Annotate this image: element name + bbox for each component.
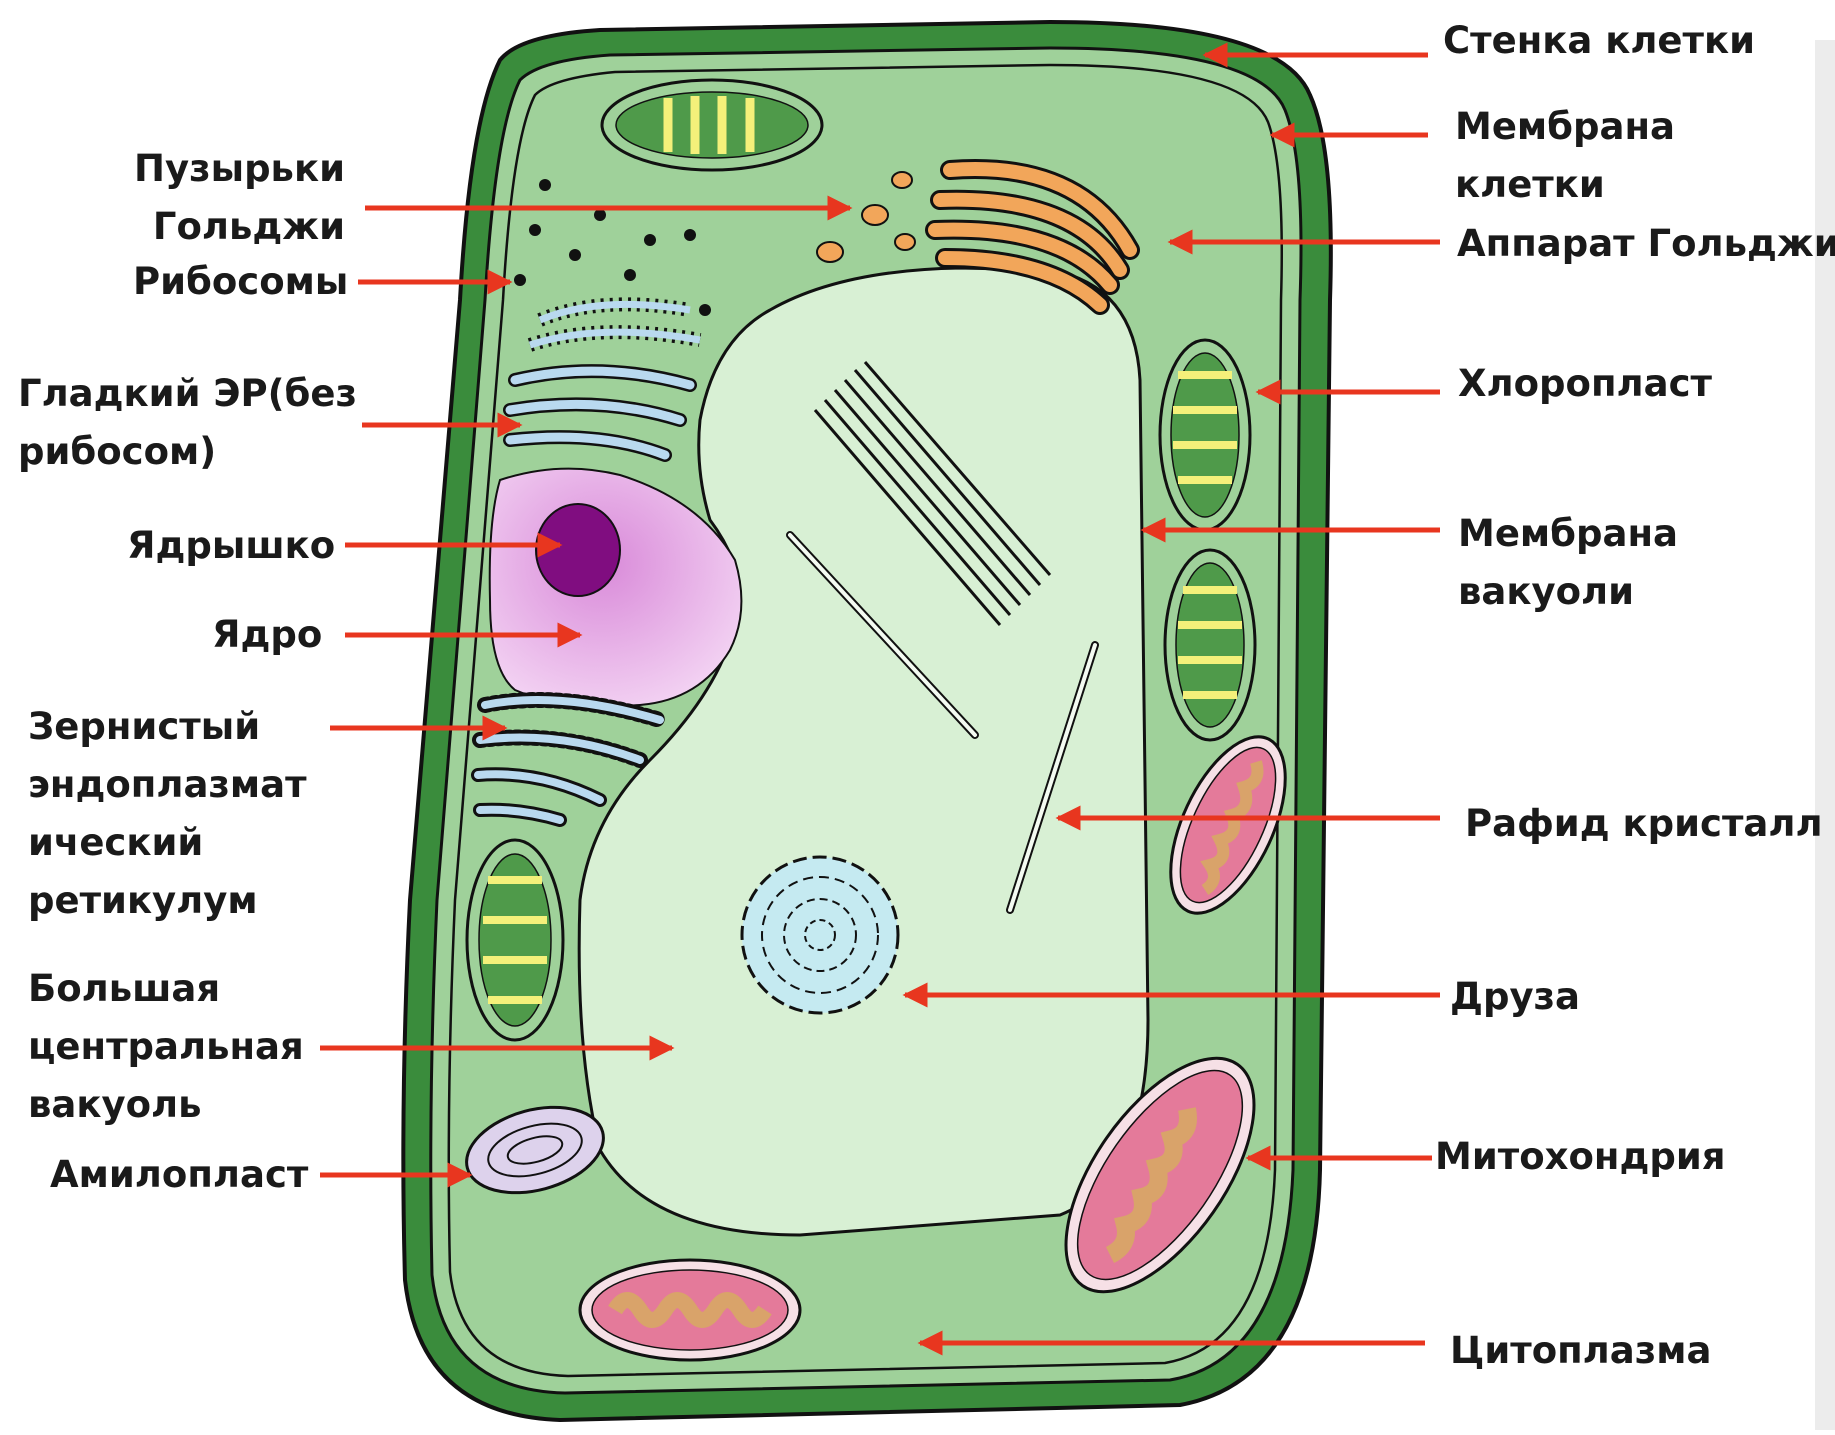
label-nucleolus: Ядрышко	[127, 517, 335, 575]
label-nucleus: Ядро	[212, 606, 322, 664]
label-chloroplast: Хлоропласт	[1458, 355, 1712, 413]
label-ribosomes: Рибосомы	[133, 253, 348, 311]
label-line: Зернистый	[28, 698, 307, 756]
label-line: вакуоль	[28, 1076, 304, 1134]
label-line: вакуоли	[1458, 563, 1678, 621]
chloroplast-right-1	[1160, 340, 1250, 530]
label-large-vacuole: Большая центральная вакуоль	[28, 960, 304, 1134]
label-line: Мембрана	[1458, 505, 1678, 563]
label-line: эндоплазмат	[28, 756, 307, 814]
label-cell-membrane: Мембрана клетки	[1455, 98, 1675, 214]
nucleolus	[536, 504, 620, 596]
label-cytoplasm: Цитоплазма	[1450, 1322, 1711, 1380]
label-amyloplast: Амилопласт	[50, 1146, 308, 1204]
label-vacuole-membrane: Мембрана вакуоли	[1458, 505, 1678, 621]
label-smooth-er: Гладкий ЭР(без рибосом)	[18, 365, 357, 481]
label-druse: Друза	[1450, 968, 1580, 1026]
mitochondrion-bottom	[580, 1260, 800, 1360]
label-line: Большая	[28, 960, 304, 1018]
label-line: Мембрана	[1455, 98, 1675, 156]
label-mitochondrion: Митохондрия	[1435, 1128, 1726, 1186]
label-line: клетки	[1455, 156, 1675, 214]
label-line: Гольджи	[120, 198, 345, 256]
label-golgi-apparatus: Аппарат Гольджи	[1457, 215, 1835, 273]
label-line: ретикулум	[28, 872, 307, 930]
druse	[742, 857, 898, 1013]
label-raphide: Рафид кристалл	[1465, 795, 1823, 853]
chloroplast-left	[467, 840, 563, 1040]
label-rough-er: Зернистый эндоплазмат ический ретикулум	[28, 698, 307, 930]
chloroplast-right-2	[1165, 550, 1255, 740]
chloroplast-top	[602, 80, 822, 170]
label-line: ический	[28, 814, 307, 872]
label-golgi-vesicles: Пузырьки Гольджи	[120, 140, 345, 256]
label-line: Гладкий ЭР(без	[18, 365, 357, 423]
label-line: центральная	[28, 1018, 304, 1076]
label-line: рибосом)	[18, 423, 357, 481]
label-line: Пузырьки	[120, 140, 345, 198]
label-cell-wall: Стенка клетки	[1443, 12, 1755, 70]
